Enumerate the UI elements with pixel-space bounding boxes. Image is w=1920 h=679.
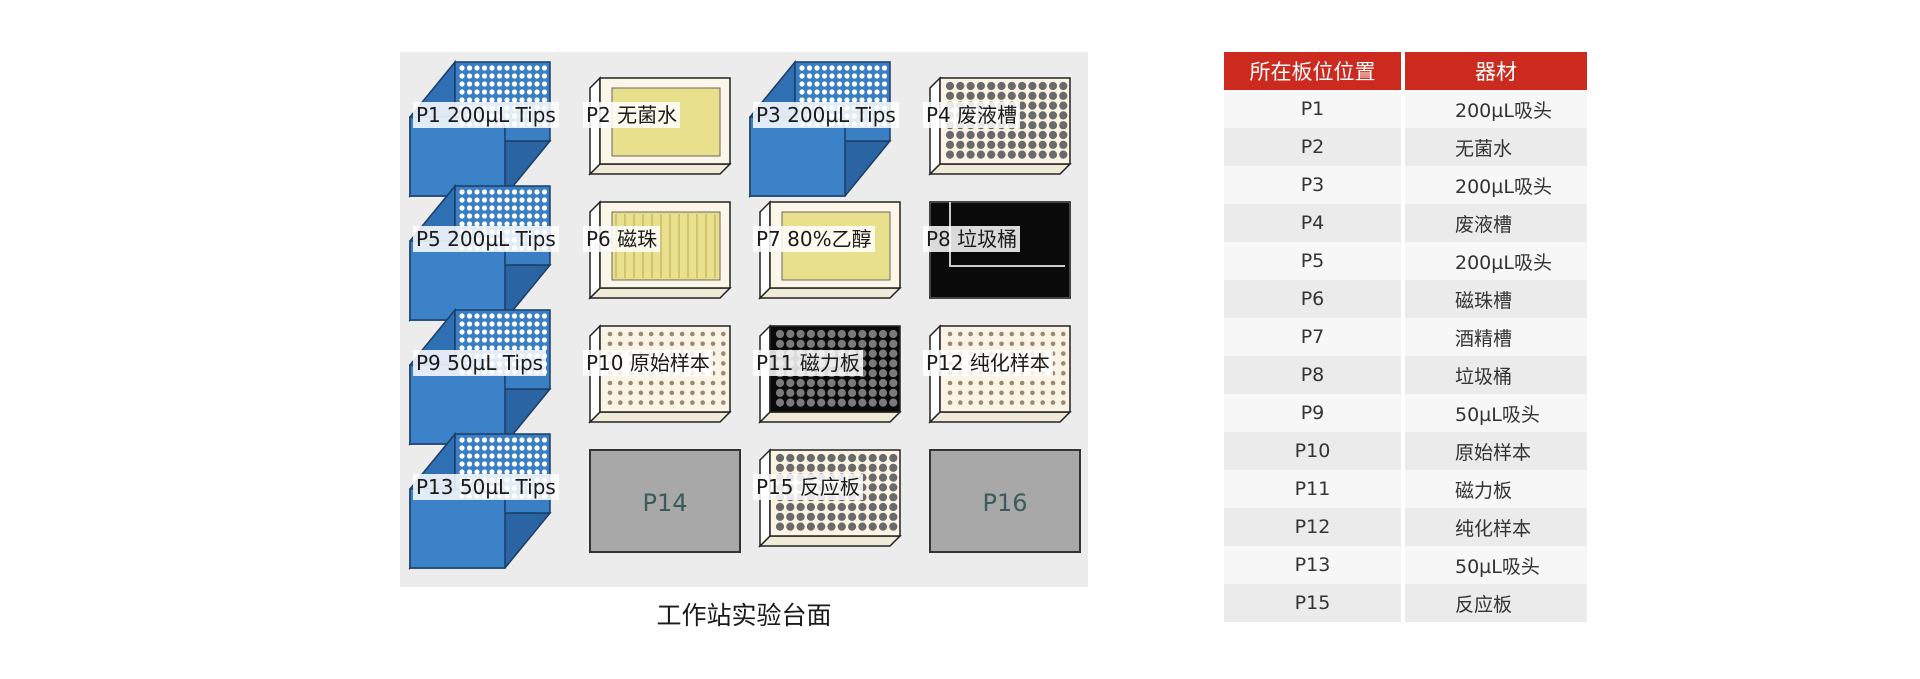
- legend-item: 200µL吸头: [1405, 166, 1587, 204]
- legend-position: P7: [1224, 318, 1405, 356]
- tip-rack-4: [408, 183, 552, 323]
- legend-position: P11: [1224, 470, 1405, 508]
- legend-item: 反应板: [1405, 584, 1587, 622]
- legend-header-row: 所在板位位置 器材: [1224, 52, 1587, 90]
- legend-item: 200µL吸头: [1405, 242, 1587, 280]
- slot-label: P9 50µL Tips: [413, 350, 547, 376]
- tip-rack-0: [408, 59, 552, 199]
- slot-label: P10 原始样本: [583, 350, 713, 376]
- reservoir-5: [588, 200, 732, 300]
- empty-slot-label: P16: [982, 489, 1028, 517]
- empty-slot-15: [929, 449, 1081, 553]
- legend-position: P3: [1224, 166, 1405, 204]
- legend-position: P12: [1224, 508, 1405, 546]
- legend-position: P13: [1224, 546, 1405, 584]
- legend-item: 50µL吸头: [1405, 394, 1587, 432]
- slot-label: P12 纯化样本: [923, 350, 1053, 376]
- deck-caption: 工作站实验台面: [656, 601, 832, 630]
- slot-label: P5 200µL Tips: [413, 226, 559, 252]
- slot-label: P15 反应板: [753, 474, 863, 500]
- legend-position: P1: [1224, 90, 1405, 128]
- slot-label: P1 200µL Tips: [413, 102, 559, 128]
- slot-label: P11 磁力板: [753, 350, 863, 376]
- tip-rack-12: [408, 431, 552, 571]
- legend-item: 酒精槽: [1405, 318, 1587, 356]
- empty-slot-13: [589, 449, 741, 553]
- legend-position: P4: [1224, 204, 1405, 242]
- tip-rack-2: [748, 59, 892, 199]
- slot-label: P8 垃圾桶: [923, 226, 1021, 252]
- tip-rack-8: [408, 307, 552, 447]
- slot-label: P3 200µL Tips: [753, 102, 899, 128]
- legend-item: 200µL吸头: [1405, 90, 1587, 128]
- legend-item: 纯化样本: [1405, 508, 1587, 546]
- legend-item: 垃圾桶: [1405, 356, 1587, 394]
- legend-position: P10: [1224, 432, 1405, 470]
- legend-item: 50µL吸头: [1405, 546, 1587, 584]
- legend-position: P2: [1224, 128, 1405, 166]
- slot-label: P13 50µL Tips: [413, 474, 559, 500]
- slot-label: P2 无菌水: [583, 102, 681, 128]
- legend-header-item: 器材: [1405, 52, 1587, 90]
- legend-item: 原始样本: [1405, 432, 1587, 470]
- slot-label: P6 磁珠: [583, 226, 661, 252]
- legend-item: 磁珠槽: [1405, 280, 1587, 318]
- legend-position: P8: [1224, 356, 1405, 394]
- legend-position: P15: [1224, 584, 1405, 622]
- legend-item: 磁力板: [1405, 470, 1587, 508]
- slot-label: P7 80%乙醇: [753, 226, 875, 252]
- legend-header-position: 所在板位位置: [1224, 52, 1405, 90]
- legend-item: 无菌水: [1405, 128, 1587, 166]
- deck-layout: P1 200µL Tips P2 无菌水 P3 200µL Tips P4 废液槽 P5…: [400, 52, 1088, 587]
- empty-slot-label: P14: [642, 489, 688, 517]
- legend-position: P6: [1224, 280, 1405, 318]
- slot-label: P4 废液槽: [923, 102, 1021, 128]
- legend-position: P5: [1224, 242, 1405, 280]
- legend-position: P9: [1224, 394, 1405, 432]
- legend-item: 废液槽: [1405, 204, 1587, 242]
